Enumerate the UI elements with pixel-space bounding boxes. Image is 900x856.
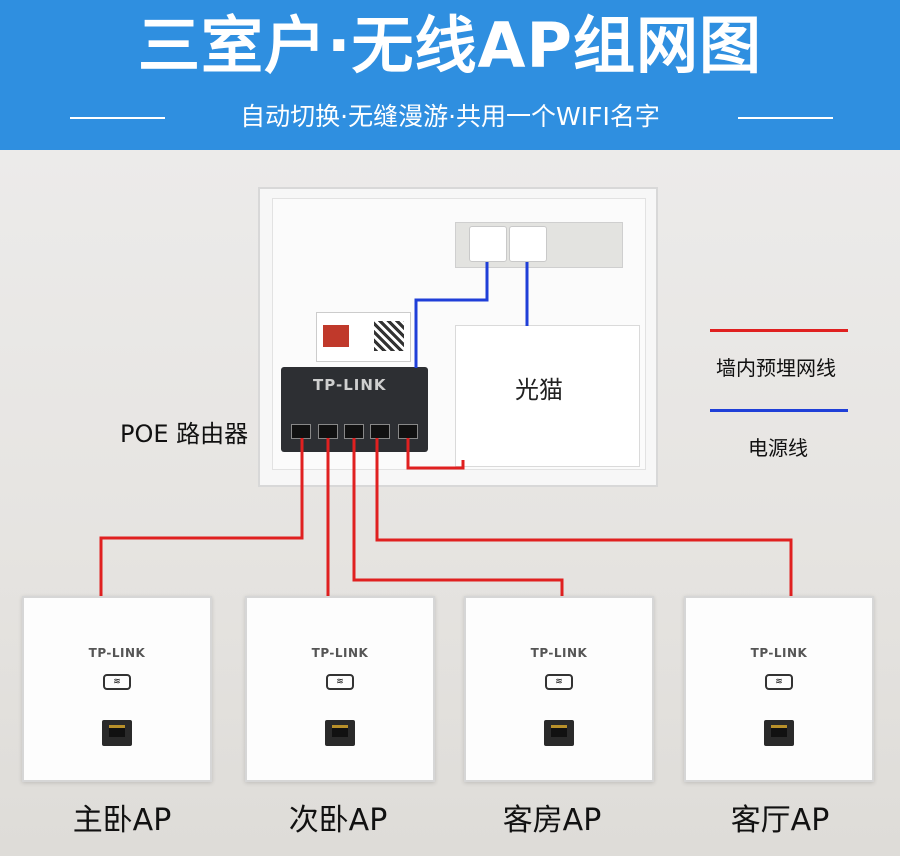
power-outlet-left <box>469 226 507 262</box>
page-title: 三室户·无线AP组网图 <box>138 9 762 82</box>
optical-modem <box>455 325 640 467</box>
ap-cable-guest <box>352 438 564 598</box>
ap-brand: TP-LINK <box>88 646 146 660</box>
room-label-second: 次卧AP <box>288 803 388 838</box>
legend-network-label: 墙内预埋网线 <box>716 356 836 380</box>
room-label-living: 客厅AP <box>730 803 830 838</box>
wifi-indicator-icon: ≋ <box>545 674 573 690</box>
ap-brand: TP-LINK <box>530 646 588 660</box>
warning-sticker <box>316 312 411 362</box>
ap-panel-living: TP-LINK ≋ <box>684 596 874 782</box>
legend-power-swatch <box>710 409 848 412</box>
warning-icon <box>323 325 349 347</box>
ap-panel-guest: TP-LINK ≋ <box>464 596 654 782</box>
room-label-master: 主卧AP <box>72 803 172 838</box>
ap-cable-master <box>99 438 304 598</box>
wifi-indicator-icon: ≋ <box>765 674 793 690</box>
router-port-4 <box>370 424 390 439</box>
power-outlet-right <box>509 226 547 262</box>
ap-panel-second: TP-LINK ≋ <box>245 596 435 782</box>
legend-power-label: 电源线 <box>748 436 808 460</box>
ap-brand: TP-LINK <box>311 646 369 660</box>
ethernet-port-icon <box>325 720 355 746</box>
ap-cable-living <box>375 438 793 598</box>
ethernet-port-icon <box>544 720 574 746</box>
router-label: POE 路由器 <box>120 420 249 448</box>
wan-cable <box>406 438 465 470</box>
wifi-indicator-icon: ≋ <box>326 674 354 690</box>
room-label-guest: 客房AP <box>502 803 602 838</box>
legend-network-swatch <box>710 329 848 332</box>
ap-panel-master: TP-LINK ≋ <box>22 596 212 782</box>
ethernet-port-icon <box>764 720 794 746</box>
qr-code-icon <box>374 321 404 351</box>
modem-label: 光猫 <box>515 376 563 404</box>
power-cable-router <box>414 262 489 368</box>
page-subtitle: 自动切换·无缝漫游·共用一个WIFI名字 <box>240 102 660 131</box>
ap-brand: TP-LINK <box>750 646 808 660</box>
wifi-indicator-icon: ≋ <box>103 674 131 690</box>
router-brand-logo: TP-LINK <box>313 376 387 394</box>
ethernet-port-icon <box>102 720 132 746</box>
header-banner <box>0 0 900 150</box>
subtitle-divider-right <box>738 117 833 119</box>
subtitle-divider-left <box>70 117 165 119</box>
